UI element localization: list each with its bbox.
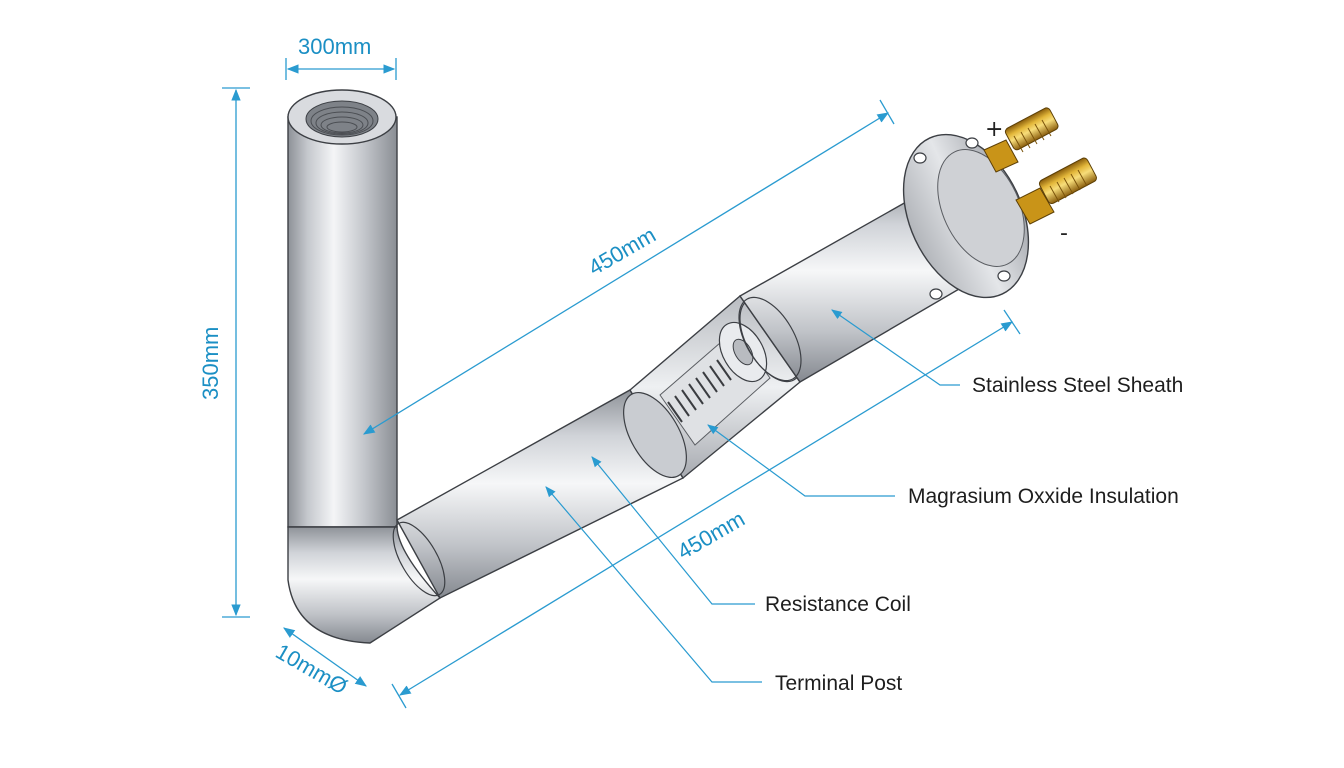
dimension-length-bottom-label: 450mm <box>673 506 749 564</box>
dimension-width-top: 300mm <box>285 34 397 80</box>
negative-terminal-label: - <box>1060 221 1068 246</box>
callout-coil-label: Resistance Coil <box>765 593 911 616</box>
flange-bolt-hole <box>997 270 1011 282</box>
terminal-post-negative <box>1015 157 1097 225</box>
callout-terminal-label: Terminal Post <box>775 672 902 695</box>
dimension-height-left: 350mm <box>198 87 250 618</box>
leader-insulation <box>707 424 895 497</box>
dimension-width-label: 300mm <box>298 34 371 59</box>
flange-bolt-hole <box>913 152 927 164</box>
positive-terminal-label: + <box>985 117 1003 142</box>
flange-bolt-hole <box>929 288 943 300</box>
dimension-height-label: 350mm <box>198 327 223 400</box>
callout-insulation-label: Magrasium Oxxide Insulation <box>908 485 1179 508</box>
dimension-length-top-label: 450mm <box>584 222 660 280</box>
callout-sheath-label: Stainless Steel Sheath <box>972 374 1183 397</box>
mounting-flange <box>902 133 1030 300</box>
flange-bolt-hole <box>965 137 979 149</box>
leader-coil <box>591 456 755 605</box>
leader-sheath <box>831 309 960 386</box>
leader-terminal <box>545 486 762 683</box>
terminal-post-positive <box>983 107 1059 173</box>
vertical-tube <box>287 89 398 528</box>
